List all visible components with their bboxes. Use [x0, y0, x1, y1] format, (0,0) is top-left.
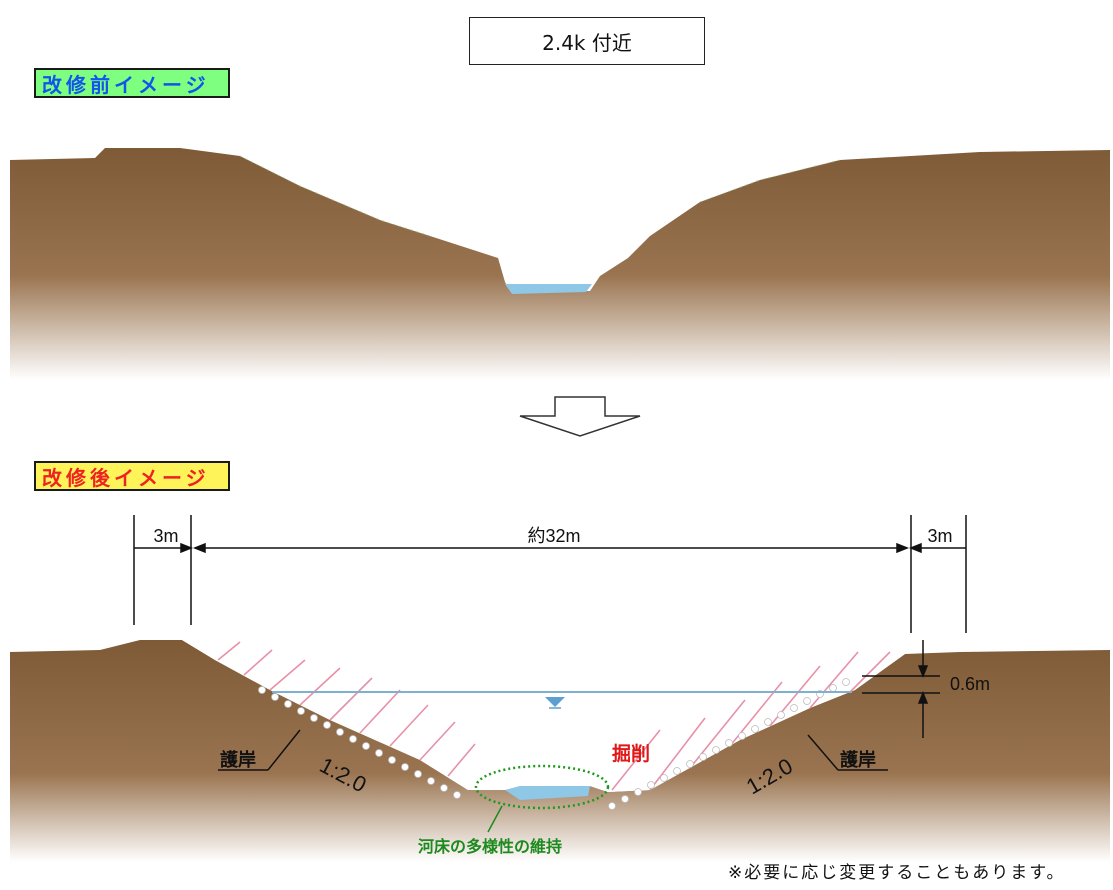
down-arrow-icon	[519, 396, 641, 437]
river-width: 約32m	[527, 526, 580, 546]
after-image-label: 改修後イメージ	[34, 461, 230, 491]
after-water	[505, 786, 590, 800]
footnote: ※必要に応じ変更することもあります。	[728, 863, 1066, 883]
riverbed-diversity-label: 河床の多様性の維持	[418, 837, 562, 856]
right-berm-width: 3m	[927, 526, 952, 546]
revetment-right-icon	[608, 678, 850, 810]
dimension-lines	[133, 515, 967, 771]
location-title: 2.4k 付近	[469, 17, 705, 65]
riverbed-diversity-ellipse	[474, 764, 610, 810]
revetment-left-icon	[258, 686, 461, 799]
before-image-label: 改修前イメージ	[34, 68, 230, 98]
water-level-marker-icon	[545, 697, 565, 707]
revetment-right-label: 護岸	[840, 749, 876, 771]
after-ground	[10, 640, 1110, 862]
depth-label: 0.6m	[950, 674, 990, 694]
revetment-left-label: 護岸	[220, 749, 256, 771]
excavation-label: 掘削	[612, 742, 650, 765]
left-berm-width: 3m	[153, 526, 178, 546]
before-water	[505, 284, 592, 294]
before-ground	[10, 148, 1110, 380]
